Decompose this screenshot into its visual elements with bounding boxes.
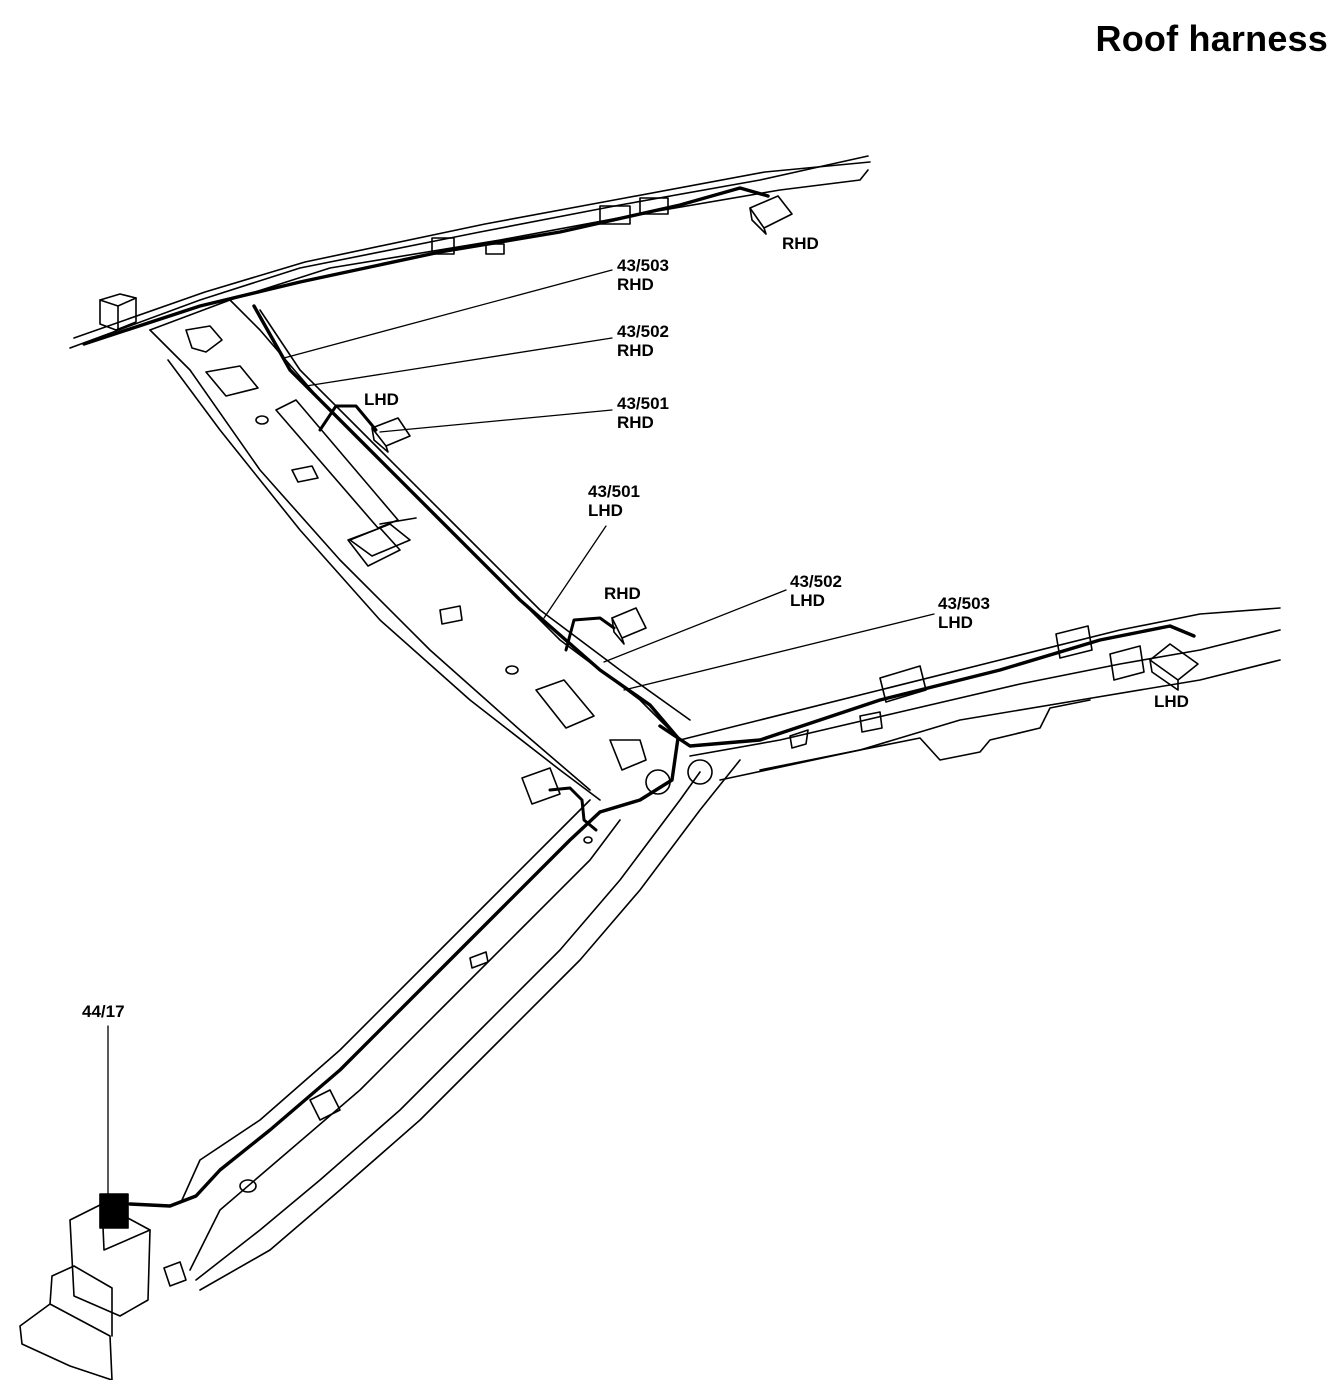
- label-43-502-rhd: 43/502 RHD: [617, 322, 669, 360]
- lhd-right-connector: [1149, 643, 1199, 691]
- label-code: 43/503: [938, 594, 990, 613]
- rear-pillar-details: [163, 836, 593, 1287]
- label-code: 43/502: [617, 322, 669, 341]
- label-variant: RHD: [617, 413, 654, 432]
- label-43-502-lhd: 43/502 LHD: [790, 572, 842, 610]
- rear-rail-harness: [658, 624, 1196, 748]
- lhd-upper-connector: [318, 404, 411, 453]
- label-rhd-mid: RHD: [604, 584, 641, 603]
- a-pillar-frame: [149, 299, 691, 801]
- leader-43-501-lhd: [543, 525, 607, 619]
- a-pillar-details: [185, 325, 713, 795]
- label-code: 43/502: [790, 572, 842, 591]
- leader-43-502-lhd: [603, 589, 787, 663]
- front-rail-harness: [82, 186, 770, 346]
- component-44-17: [19, 1193, 151, 1380]
- rear-pillar-frame: [181, 759, 741, 1291]
- front-roof-rail: [69, 155, 871, 349]
- label-rhd-top: RHD: [782, 234, 819, 253]
- label-43-503-rhd: 43/503 RHD: [617, 256, 669, 294]
- label-code: 43/501: [588, 482, 640, 501]
- label-code: 43/501: [617, 394, 669, 413]
- label-43-501-lhd: 43/501 LHD: [588, 482, 640, 520]
- leader-43-503-lhd: [623, 613, 935, 691]
- a-pillar-harness: [252, 304, 680, 814]
- label-43-503-lhd: 43/503 LHD: [938, 594, 990, 632]
- label-43-501-rhd: 43/501 RHD: [617, 394, 669, 432]
- label-variant: RHD: [617, 275, 654, 294]
- label-variant: LHD: [938, 613, 973, 632]
- rear-roof-rail: [679, 607, 1281, 781]
- front-rail-clips: [431, 197, 669, 255]
- leader-43-502-rhd: [305, 337, 613, 387]
- label-lhd-upper: LHD: [364, 390, 399, 409]
- front-rail-left-connector: [99, 293, 137, 331]
- label-code: 43/503: [617, 256, 669, 275]
- label-44-17: 44/17: [82, 1002, 125, 1021]
- rear-pillar-harness: [128, 810, 602, 1208]
- rhd-mid-connector: [564, 607, 647, 652]
- label-variant: LHD: [588, 501, 623, 520]
- leader-43-501-rhd: [379, 409, 613, 433]
- leader-43-503-rhd: [283, 269, 613, 359]
- a-pillar-clip: [349, 517, 417, 557]
- rhd-connector-top: [749, 195, 793, 235]
- label-variant: RHD: [617, 341, 654, 360]
- leader-lines: [107, 269, 935, 1197]
- label-lhd-right: LHD: [1154, 692, 1189, 711]
- rear-rail-clips: [789, 625, 1145, 749]
- label-variant: LHD: [790, 591, 825, 610]
- diagram-title: Roof harness: [1095, 18, 1328, 59]
- rear-pillar-connector: [521, 767, 598, 832]
